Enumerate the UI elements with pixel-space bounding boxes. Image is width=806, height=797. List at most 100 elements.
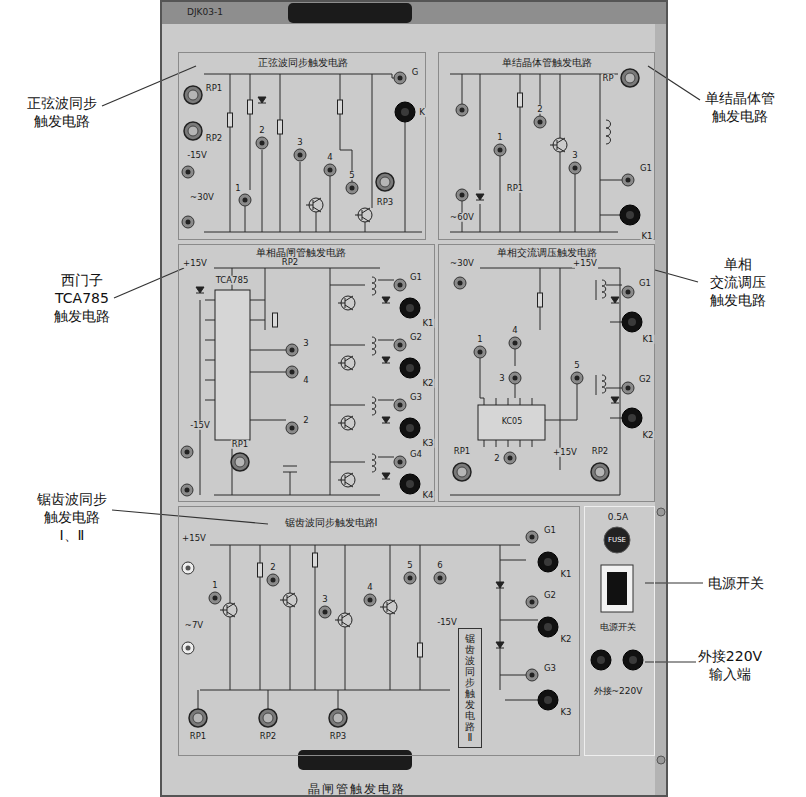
sine-sync-circuit-art bbox=[258, 97, 266, 103]
terminal-label: ~30V bbox=[449, 259, 475, 268]
terminal-label: RP2 bbox=[591, 447, 609, 456]
terminal-label: 1 bbox=[234, 184, 241, 193]
unijunction-circuit-art bbox=[450, 74, 622, 232]
terminal-label: 1 bbox=[211, 581, 218, 590]
sawtooth-circuit-art bbox=[404, 572, 416, 584]
panel-body bbox=[657, 756, 665, 764]
terminal-label: K1 bbox=[642, 335, 655, 344]
terminal-label: -15V bbox=[186, 151, 208, 160]
sawtooth-circuit-art bbox=[189, 709, 207, 727]
tca785-circuit-art bbox=[338, 473, 355, 487]
terminal-label: -15V bbox=[436, 618, 458, 627]
terminal-label: +15V bbox=[572, 259, 598, 268]
sawtooth-circuit-art bbox=[182, 562, 194, 574]
terminal-label: G4 bbox=[409, 450, 423, 459]
section-heading: 单结晶体管触发电路 bbox=[502, 56, 592, 70]
terminal-label: +15V bbox=[552, 448, 578, 457]
terminal-label: ~30V bbox=[189, 193, 215, 202]
sawtooth-circuit-art bbox=[280, 593, 297, 607]
sawtooth-circuit-art bbox=[364, 594, 376, 606]
ac-regulator-circuit-art bbox=[509, 372, 521, 384]
sine-sync-circuit-art bbox=[184, 122, 202, 140]
terminal-label: 2 bbox=[536, 105, 543, 114]
sine-sync-circuit-art bbox=[395, 102, 415, 122]
sine-sync-circuit-art bbox=[376, 173, 394, 191]
power-section-art bbox=[604, 527, 630, 553]
tca785-circuit-art bbox=[181, 446, 193, 458]
ac-regulator-circuit-art bbox=[622, 286, 634, 298]
section-heading: 正弦波同步触发电路 bbox=[258, 56, 348, 70]
terminal-label: K3 bbox=[560, 708, 573, 717]
callout-label: 单结晶体管 触发电路 bbox=[705, 89, 775, 125]
terminal-label: 4 bbox=[302, 376, 309, 385]
sine-sync-circuit-art bbox=[394, 72, 406, 84]
terminal-label: +15V bbox=[181, 534, 207, 543]
terminal-label: -15V bbox=[189, 421, 211, 430]
tca785-circuit-art bbox=[394, 339, 406, 351]
tca785-circuit-art bbox=[382, 417, 390, 423]
sawtooth-circuit-art bbox=[182, 531, 558, 727]
sawtooth-circuit-art bbox=[313, 553, 318, 567]
terminal-label: ~60V bbox=[449, 213, 475, 222]
power-section-art bbox=[591, 650, 611, 670]
power-section: 0.5A电源开关外接~220V bbox=[584, 506, 655, 756]
ac-regulator-circuit-art bbox=[454, 277, 466, 289]
sawtooth-circuit-art bbox=[538, 690, 558, 710]
terminal-label: K1 bbox=[560, 570, 573, 579]
leader-line bbox=[645, 582, 703, 583]
terminal-label: RP1 bbox=[205, 84, 223, 93]
sawtooth-circuit-art bbox=[418, 643, 423, 657]
unijunction-circuit-art bbox=[621, 69, 639, 87]
terminal-label: 4 bbox=[511, 326, 518, 335]
callout-label: 西门子 TCA785 触发电路 bbox=[54, 271, 110, 326]
circuit-section: 锯齿波同步触发电路Ⅰ 锯齿波同步触发电路Ⅱ bbox=[178, 506, 580, 756]
sine-sync-circuit-art bbox=[182, 72, 422, 232]
tca785-circuit-art bbox=[338, 356, 355, 370]
tca785-circuit-art bbox=[181, 484, 193, 496]
terminal-label: RP1 bbox=[506, 184, 524, 193]
tca785-circuit-art bbox=[200, 268, 394, 495]
power-label: 0.5A bbox=[608, 512, 628, 522]
terminal-label: G2 bbox=[409, 333, 423, 342]
terminal-label: 2 bbox=[493, 454, 500, 463]
terminal-label: RP1 bbox=[453, 447, 471, 456]
section-heading: 锯齿波同步触发电路Ⅰ bbox=[285, 516, 378, 530]
unijunction-circuit-art bbox=[569, 162, 581, 174]
tca785-circuit-art bbox=[181, 268, 420, 496]
terminal-label: 3 bbox=[498, 374, 505, 383]
terminal-label: RP1 bbox=[189, 732, 207, 741]
terminal-label: 5 bbox=[406, 561, 413, 570]
tca785-circuit-art bbox=[286, 344, 298, 356]
power-label: 外接~220V bbox=[594, 685, 643, 698]
section-heading: 锯齿波同步触发电路Ⅱ bbox=[465, 633, 475, 743]
sine-sync-circuit-art bbox=[355, 208, 372, 222]
terminal-label: G1 bbox=[638, 279, 652, 288]
unijunction-circuit-art bbox=[622, 174, 634, 186]
ac-regulator-circuit-art bbox=[478, 405, 545, 440]
sawtooth-circuit-art bbox=[258, 563, 263, 577]
sine-sync-circuit-art bbox=[346, 182, 358, 194]
power-section-art bbox=[623, 650, 643, 670]
tca785-circuit-art bbox=[394, 399, 406, 411]
sawtooth-circuit-art bbox=[220, 603, 237, 617]
unijunction-circuit-art bbox=[456, 189, 468, 201]
unijunction-circuit-art bbox=[456, 104, 468, 116]
sine-sync-circuit-art bbox=[294, 149, 306, 161]
leader-line bbox=[112, 510, 268, 524]
terminal-label: TCA785 bbox=[215, 276, 250, 285]
sawtooth-circuit-art bbox=[267, 574, 279, 586]
sawtooth-circuit-art bbox=[380, 600, 397, 614]
leader-line bbox=[645, 661, 696, 662]
terminal-label: G bbox=[411, 68, 420, 77]
unijunction-circuit-art bbox=[518, 93, 523, 107]
terminal-label: G1 bbox=[409, 273, 423, 282]
ac-regulator-circuit-art bbox=[591, 463, 609, 481]
terminal-label: RP3 bbox=[376, 198, 394, 207]
terminal-label: 1 bbox=[476, 335, 483, 344]
terminal-label: 3 bbox=[302, 339, 309, 348]
ac-regulator-circuit-art bbox=[504, 452, 516, 464]
terminal-label: K3 bbox=[422, 439, 435, 448]
terminal-label: G3 bbox=[409, 393, 423, 402]
callout-label: 锯齿波同步 触发电路 Ⅰ、Ⅱ bbox=[37, 490, 107, 545]
